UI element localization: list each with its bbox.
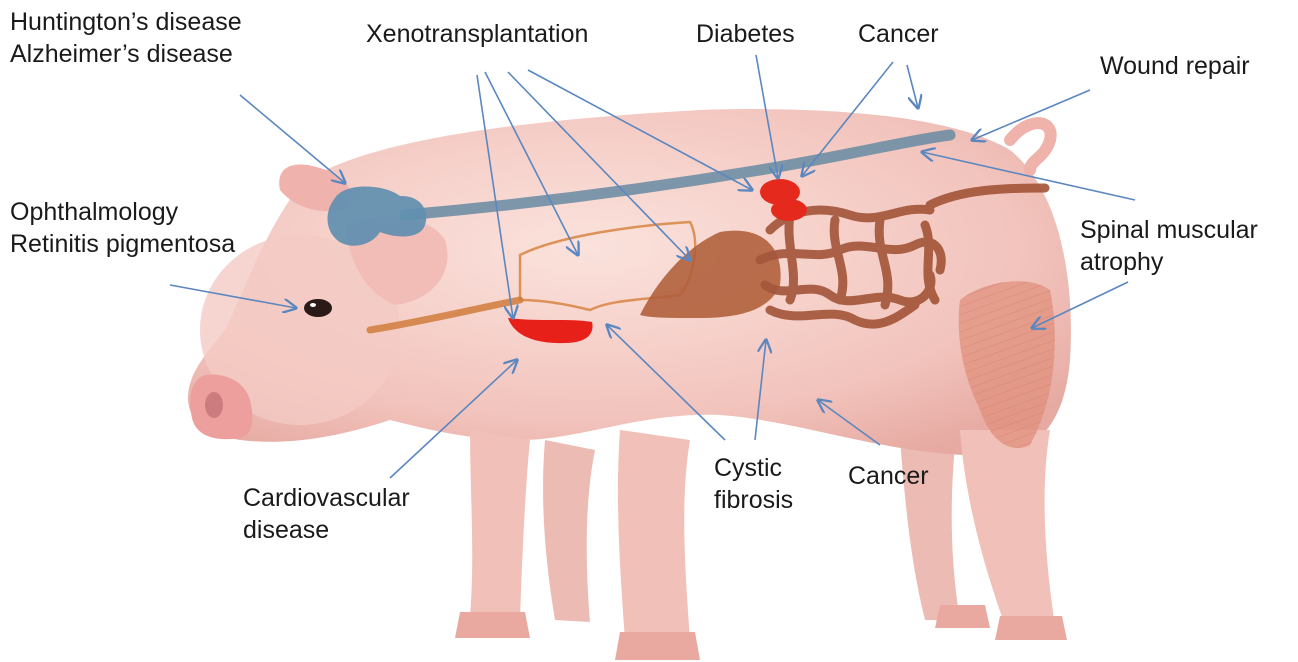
label-cardio-line1: Cardiovascular: [243, 482, 410, 514]
label-cancer-top: Cancer: [858, 18, 939, 50]
label-cf-line1: Cystic: [714, 452, 793, 484]
label-alzheimers: Alzheimer’s disease: [10, 38, 242, 70]
arrow-wound: [972, 90, 1090, 140]
label-cancer-bottom: Cancer: [848, 460, 929, 492]
label-sma-line1: Spinal muscular: [1080, 214, 1258, 246]
label-ophthalmology: Ophthalmology Retinitis pigmentosa: [10, 196, 235, 260]
label-ophthalmology-line1: Ophthalmology: [10, 196, 235, 228]
label-huntingtons: Huntington’s disease: [10, 6, 242, 38]
label-cf-line2: fibrosis: [714, 484, 793, 516]
pancreas-lower: [771, 199, 807, 221]
arrow-cancer-back: [907, 65, 918, 108]
label-cystic-fibrosis: Cystic fibrosis: [714, 452, 793, 516]
label-wound-repair: Wound repair: [1100, 50, 1250, 82]
label-spinal-muscular-atrophy: Spinal muscular atrophy: [1080, 214, 1258, 278]
label-xenotransplantation: Xenotransplantation: [366, 18, 588, 50]
label-cardio-line2: disease: [243, 514, 410, 546]
label-retinitis: Retinitis pigmentosa: [10, 228, 235, 260]
label-cardiovascular: Cardiovascular disease: [243, 482, 410, 546]
label-diabetes: Diabetes: [696, 18, 795, 50]
label-neurodegenerative: Huntington’s disease Alzheimer’s disease: [10, 6, 242, 70]
label-sma-line2: atrophy: [1080, 246, 1258, 278]
